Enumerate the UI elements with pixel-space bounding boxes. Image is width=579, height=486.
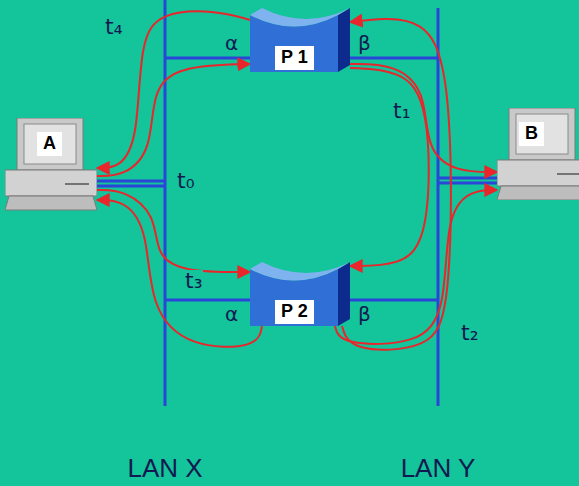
computer: A [5,118,97,212]
lan-name: LAN X [126,455,203,481]
node-label: P 2 [275,300,314,324]
frame-flow-arrow [97,64,250,176]
bridge-box: P 2 [250,262,350,326]
frame-flow-arrow [350,64,497,172]
wire [350,57,438,60]
time-label: t₃ [184,270,203,292]
frame-flow-arrow [335,190,497,344]
frame-flow-arrow [342,19,451,350]
port-name: β [357,304,372,324]
time-label: t₀ [176,170,195,192]
computer: B [497,108,579,200]
wire [165,57,250,60]
time-label: t₂ [460,322,479,344]
wire [350,299,438,302]
wire [438,182,497,185]
frame-flow-arrow [97,200,262,347]
frame-flow-arrow [350,68,429,266]
frame-flow-arrow [97,11,250,168]
node-label: P 1 [275,46,314,70]
node-label: A [37,132,62,156]
lan-name: LAN Y [400,455,477,481]
time-label: t₁ [392,100,411,122]
wire [165,299,250,302]
wire [97,185,165,188]
port-name: α [224,33,239,53]
time-label: t₄ [104,16,123,38]
bridge-box: P 1 [250,8,350,72]
port-name: β [357,33,372,53]
wire [438,177,497,180]
lan-x-bus [164,0,167,406]
lan-y-bus [437,8,440,406]
wire [97,180,165,183]
port-name: α [224,304,239,324]
node-label: B [519,122,544,146]
